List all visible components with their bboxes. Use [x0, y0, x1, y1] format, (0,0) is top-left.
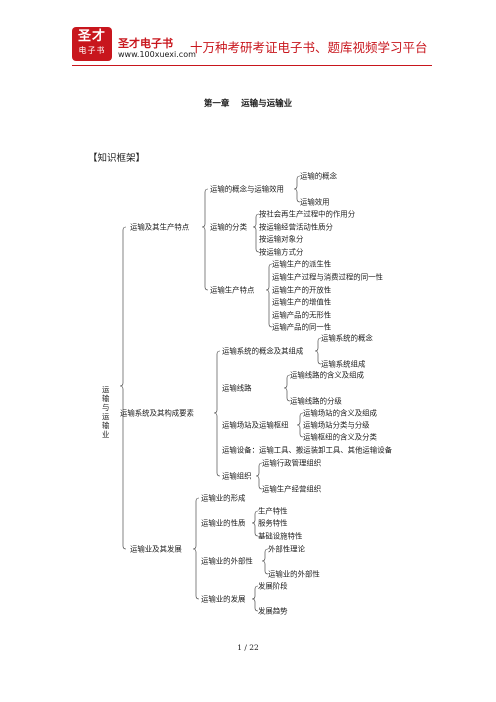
- tree-node-n221: 运输线路的含义及组成: [290, 370, 364, 380]
- tree-node-n112: 运输效用: [300, 197, 330, 207]
- tree-node-n22: 运输线路: [222, 383, 252, 393]
- header-tagline: 十万种考研考证电子书、题库视频学习平台: [190, 40, 428, 55]
- tree-node-n133: 运输生产的开放性: [272, 285, 332, 295]
- tree-node-n33: 运输业的外部性: [201, 556, 253, 566]
- section-heading: 【知识框架】: [88, 153, 146, 164]
- tree-bracket: [283, 374, 291, 402]
- tree-node-n111: 运输的概念: [300, 171, 337, 181]
- tree-node-n1: 运输及其生产特点: [130, 222, 190, 232]
- tree-node-n12: 运输的分类: [210, 222, 247, 232]
- tree-bracket: [119, 226, 127, 550]
- tree-node-n23: 运输场站及运输枢纽: [222, 420, 289, 430]
- tree-node-n252: 运输生产经营组织: [262, 484, 322, 494]
- tree-root-label: 运输与运输业: [102, 385, 110, 439]
- tree-node-n321: 生产特性: [258, 506, 288, 516]
- brand-name: 圣才电子书: [118, 37, 173, 50]
- tree-node-n211: 运输系统的概念: [321, 333, 373, 343]
- tree-node-n25: 运输组织: [222, 471, 252, 481]
- tree-node-n232: 运输场站分类与分级: [303, 420, 370, 430]
- tree-node-n13: 运输生产特点: [210, 285, 255, 295]
- tree-bracket: [261, 548, 269, 575]
- tree-node-n124: 按运输方式分: [259, 247, 304, 257]
- tree-node-n21: 运输系统的概念及其组成: [222, 346, 304, 356]
- tree-node-n342: 发展趋势: [258, 606, 288, 616]
- tree-node-n3: 运输业及其发展: [130, 544, 182, 554]
- tree-node-n11: 运输的概念与运输效用: [210, 184, 284, 194]
- tree-node-n134: 运输生产的增值性: [272, 297, 332, 307]
- tree-node-n34: 运输业的发展: [201, 594, 246, 604]
- tree-node-n331: 外部性理论: [268, 544, 305, 554]
- tree-bracket: [252, 213, 260, 253]
- tree-bracket: [314, 337, 322, 365]
- tree-bracket: [255, 462, 263, 490]
- tree-node-n233: 运输枢纽的含义及分类: [303, 432, 377, 442]
- tree-bracket: [265, 263, 273, 328]
- tree-node-n32: 运输业的性质: [201, 518, 246, 528]
- page-number: 1 / 22: [237, 643, 259, 652]
- tree-node-n131: 运输生产的派生性: [272, 259, 332, 269]
- tree-bracket: [201, 188, 209, 291]
- tree-node-n31: 运输业的形成: [201, 493, 246, 503]
- header-divider: [72, 65, 432, 66]
- tree-node-n132: 运输生产过程与消费过程的同一性: [272, 272, 383, 282]
- tree-node-n121: 按社会再生产过程中的作用分: [259, 209, 356, 219]
- tree-node-n212: 运输系统组成: [321, 359, 366, 369]
- tree-bracket: [213, 350, 221, 477]
- tree-node-n323: 基础设施特性: [258, 531, 303, 541]
- tree-bracket: [293, 175, 301, 203]
- tree-node-n322: 服务特性: [258, 518, 288, 528]
- tree-node-n222: 运输线路的分级: [290, 396, 342, 406]
- brand-url[interactable]: www.100xuexi.com: [118, 50, 196, 59]
- logo: 圣才 电子书: [72, 27, 112, 61]
- tree-node-n123: 按运输对象分: [259, 234, 304, 244]
- tree-bracket: [192, 497, 200, 600]
- chapter-title: 第一章 运输与运输业: [203, 99, 293, 109]
- logo-text-top: 圣才: [77, 29, 106, 44]
- tree-node-n2: 运输系统及其构成要素: [120, 408, 194, 418]
- tree-bracket: [296, 412, 304, 438]
- tree-node-n24: 运输设备：运输工具、搬运装卸工具、其他运输设备: [222, 445, 392, 455]
- tree-node-n135: 运输产品的无形性: [272, 310, 332, 320]
- tree-bracket: [251, 510, 259, 537]
- tree-bracket: [251, 585, 259, 612]
- tree-node-n136: 运输产品的同一性: [272, 322, 332, 332]
- logo-text-bottom: 电子书: [78, 46, 106, 55]
- tree-node-n122: 按运输经营活动性质分: [259, 222, 333, 232]
- tree-node-n341: 发展阶段: [258, 581, 288, 591]
- tree-node-n251: 运输行政管理组织: [262, 458, 322, 468]
- tree-node-n231: 运输场站的含义及组成: [303, 408, 377, 418]
- tree-node-n332: 运输业的外部性: [268, 569, 320, 579]
